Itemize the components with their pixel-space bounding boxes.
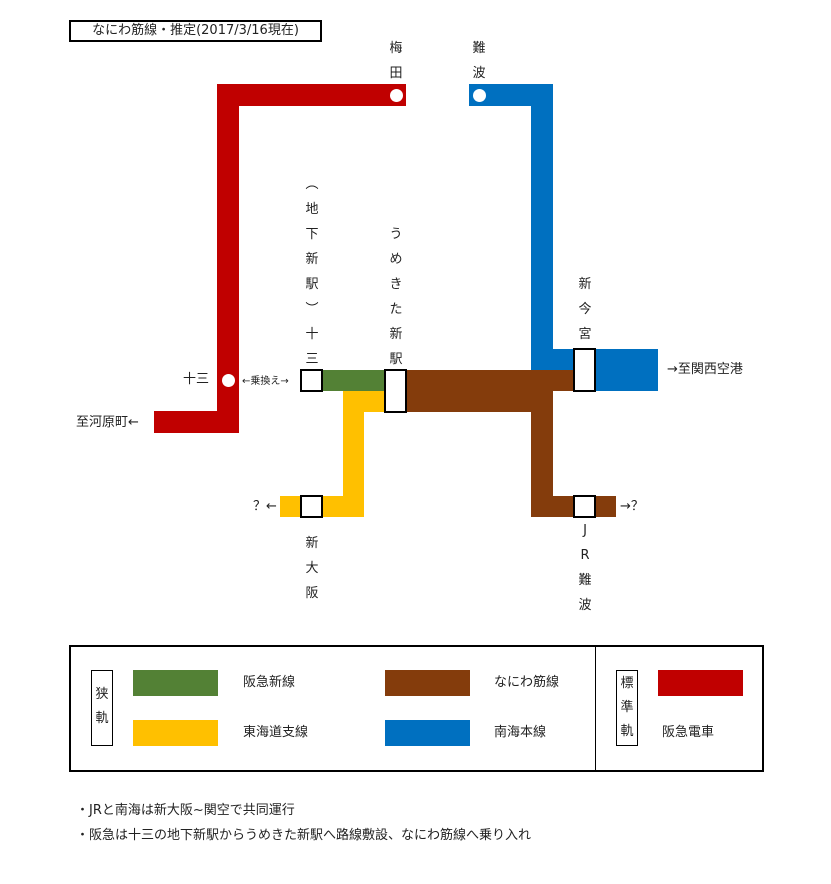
umeda-station-dot[interactable] [390, 89, 403, 102]
shin-imamiya-label: 新今宮 [578, 277, 592, 342]
to-kawaramachi-label: 至河原町← [76, 415, 139, 430]
legend-swatch-hankyu-dentetsu [658, 670, 743, 696]
hankyu-vertical-segment [217, 84, 239, 433]
shin-imamiya-station-box[interactable] [573, 348, 596, 392]
umekita-label: うめきた新駅 [389, 227, 403, 367]
legend-divider [595, 645, 596, 772]
umekita-station-box[interactable] [384, 369, 407, 413]
east-unknown-label: →？ [620, 499, 644, 514]
hankyu-bottom-segment [154, 411, 239, 433]
legend-label-naniwasuji: なにわ筋線 [494, 675, 560, 690]
legend-label-hankyu-dentetsu: 阪急電車 [662, 725, 715, 740]
notes: ・JRと南海は新大阪~関空で共同運行 ・阪急は十三の地下新駅からうめきた新駅へ路… [76, 798, 531, 848]
juso-underground-station-box[interactable] [300, 369, 323, 392]
legend-swatch-hankyu-shinsen [133, 670, 218, 696]
to-kix-label: →至関西空港 [667, 362, 743, 377]
legend-label-tokaido-shisen: 東海道支線 [243, 725, 309, 740]
namba-station-dot[interactable] [473, 89, 486, 102]
note-item: ・阪急は十三の地下新駅からうめきた新駅へ路線敷設、なにわ筋線へ乗り入れ [76, 828, 532, 843]
umeda-label: 梅田 [389, 41, 403, 81]
hankyu-shinsen-line [322, 370, 385, 391]
diagram-title: なにわ筋線・推定(2017/3/16現在) [69, 20, 322, 42]
tokaido-vertical-segment [343, 391, 364, 517]
namba-label: 難波 [472, 41, 486, 81]
naniwasuji-vertical-segment [531, 370, 553, 517]
shin-osaka-station-box[interactable] [300, 495, 323, 518]
transfer-label: ←乗換え→ [242, 376, 289, 387]
narrow-gauge-label: 狭軌 [91, 670, 113, 746]
west-unknown-label: ？← [253, 499, 277, 514]
nankai-vertical-segment [531, 84, 553, 370]
hankyu-top-segment [217, 84, 406, 106]
standard-gauge-label: 標準軌 [616, 670, 638, 746]
naniwasuji-main-segment [406, 370, 553, 412]
note-item: ・JRと南海は新大阪~関空で共同運行 [76, 803, 295, 818]
legend-swatch-tokaido-shisen [133, 720, 218, 746]
legend-box [69, 645, 764, 772]
legend-label-nankai: 南海本線 [494, 725, 547, 740]
legend-swatch-nankai [385, 720, 470, 746]
legend-swatch-naniwasuji [385, 670, 470, 696]
juso-underground-label: ︵地下新駅︶十三 [305, 177, 319, 367]
shin-osaka-label: 新大阪 [305, 536, 319, 601]
legend-label-hankyu-shinsen: 阪急新線 [243, 675, 296, 690]
jr-namba-station-box[interactable] [573, 495, 596, 518]
juso-label: 十三 [183, 372, 210, 387]
juso-station-dot[interactable] [222, 374, 235, 387]
